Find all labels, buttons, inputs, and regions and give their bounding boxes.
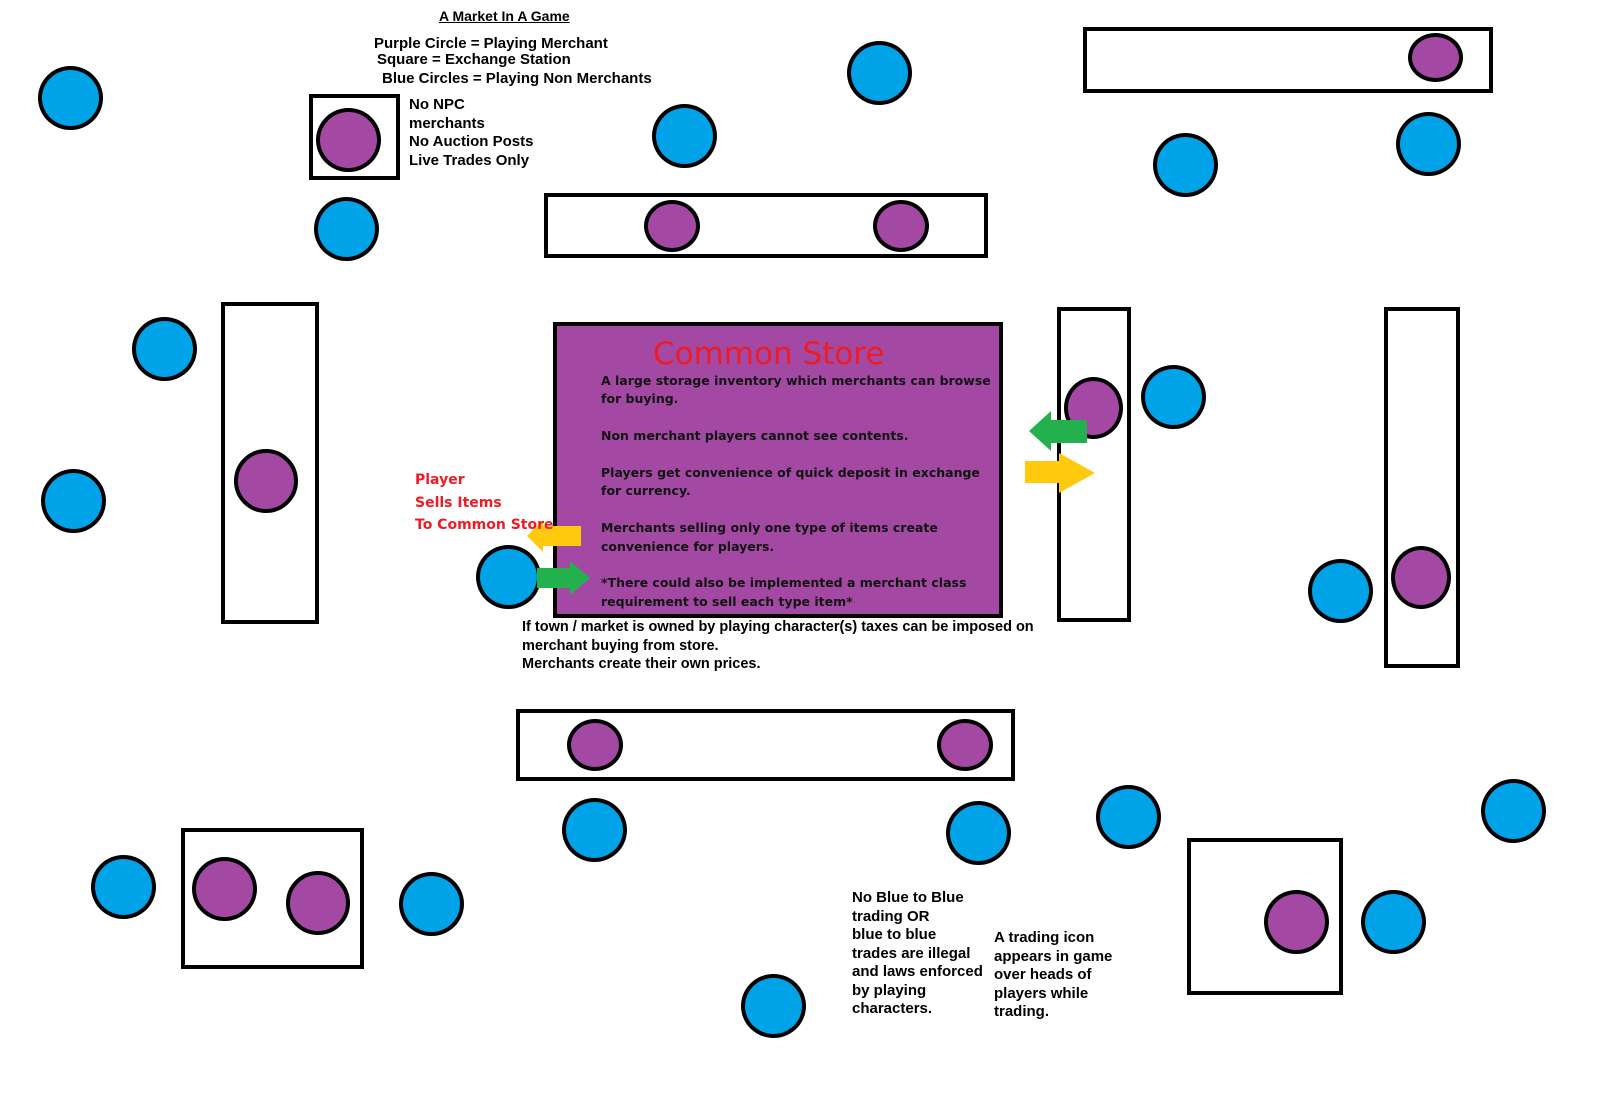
non-merchant-circle [1141, 365, 1206, 429]
non-merchant-circle [741, 974, 806, 1038]
non-merchant-circle [946, 801, 1011, 865]
store-note: Non merchant players cannot see contents… [601, 428, 909, 444]
merchant-circle [316, 108, 381, 172]
non-merchant-circle [399, 872, 464, 936]
non-merchant-circle [1308, 559, 1373, 623]
store-note: Players get convenience of quick deposit… [601, 465, 980, 499]
arrow-right-green-icon [537, 561, 590, 595]
merchant-circle [873, 200, 929, 252]
note-taxes: If town / market is owned by playing cha… [522, 619, 1034, 672]
non-merchant-circle [476, 545, 541, 609]
merchant-circle [567, 719, 623, 771]
non-merchant-circle [41, 469, 106, 533]
store-note: Merchants selling only one type of items… [601, 520, 938, 554]
merchant-circle [286, 871, 350, 935]
non-merchant-circle [1096, 785, 1161, 849]
common-store-notes: A large storage inventory which merchant… [601, 372, 991, 630]
non-merchant-circle [314, 197, 379, 261]
non-merchant-circle [1153, 133, 1218, 197]
merchant-circle [1408, 33, 1463, 82]
non-merchant-circle [1396, 112, 1461, 176]
non-merchant-circle [38, 66, 103, 130]
merchant-circle [234, 449, 298, 513]
note-player-sells: Player Sells Items To Common Store [415, 472, 554, 533]
common-store: Common Store A large storage inventory w… [553, 322, 1003, 618]
arrow-left-yellow-icon [527, 520, 581, 552]
non-merchant-circle [132, 317, 197, 381]
note-top-left: No NPC merchants No Auction Posts Live T… [409, 96, 534, 169]
note-trading-icon: A trading icon appears in game over head… [994, 929, 1113, 1020]
merchant-circle [1064, 377, 1123, 439]
store-note: *There could also be implemented a merch… [601, 575, 967, 609]
diagram-title: A Market In A Game [439, 8, 570, 24]
legend-square: Square = Exchange Station [377, 51, 571, 68]
legend-purple: Purple Circle = Playing Merchant [374, 35, 608, 52]
non-merchant-circle [91, 855, 156, 919]
legend-blue: Blue Circles = Playing Non Merchants [382, 70, 652, 87]
note-no-blue-trading: No Blue to Blue trading OR blue to blue … [852, 889, 983, 1017]
merchant-circle [192, 857, 257, 921]
common-store-title: Common Store [653, 336, 885, 372]
non-merchant-circle [562, 798, 627, 862]
arrow-left-green-icon [1029, 411, 1087, 451]
merchant-circle [1391, 546, 1451, 609]
merchant-circle [644, 200, 700, 252]
arrow-right-yellow-icon [1025, 453, 1095, 493]
non-merchant-circle [652, 104, 717, 168]
merchant-circle [937, 719, 993, 771]
non-merchant-circle [1481, 779, 1546, 843]
store-note: A large storage inventory which merchant… [601, 373, 991, 407]
merchant-circle [1264, 890, 1329, 954]
exchange-station [1384, 307, 1460, 668]
non-merchant-circle [1361, 890, 1426, 954]
non-merchant-circle [847, 41, 912, 105]
